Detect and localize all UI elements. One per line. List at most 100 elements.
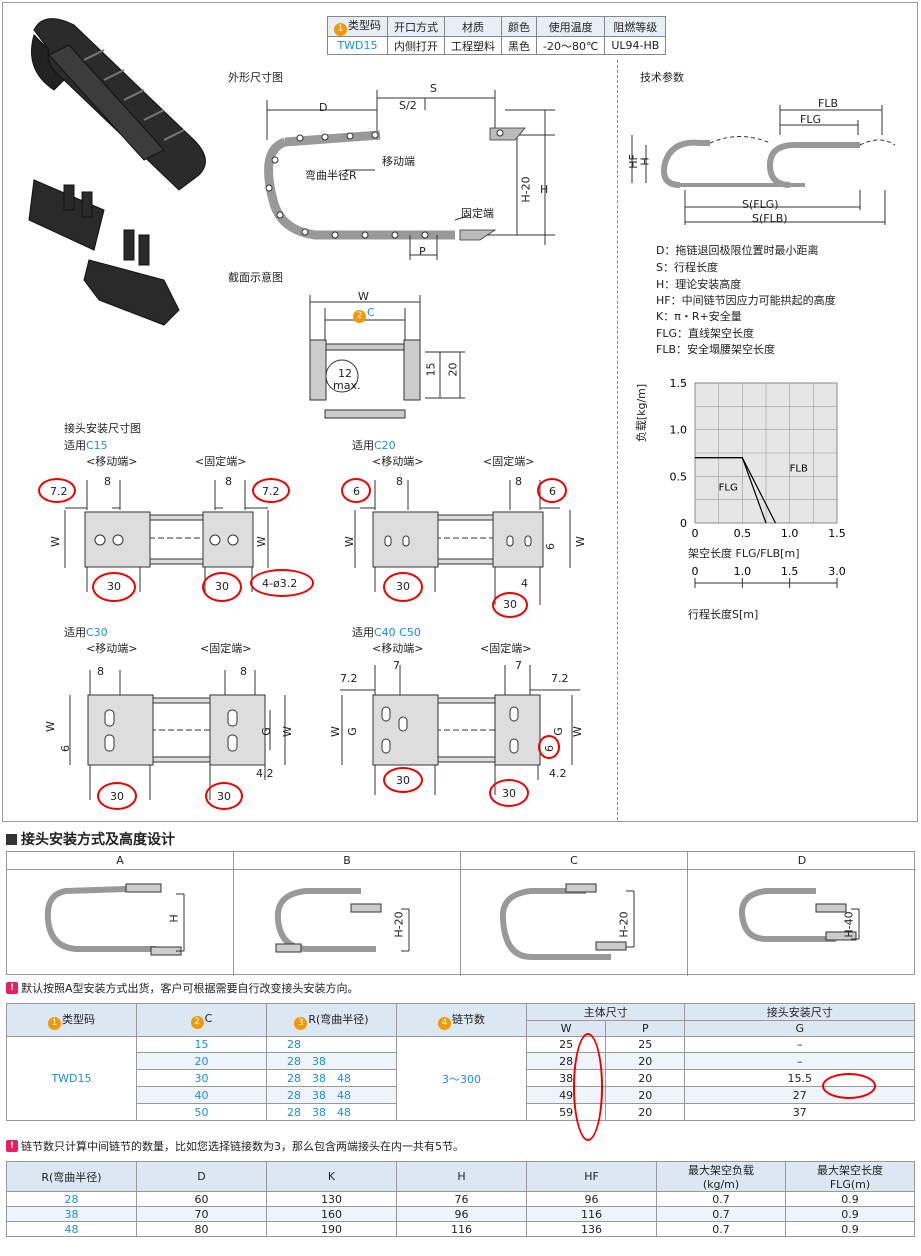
dim-H: H	[540, 183, 549, 196]
spec-g: 27	[684, 1086, 915, 1104]
c40-b: 7	[393, 659, 400, 672]
c30-six: 6	[59, 745, 72, 752]
chart-x2-tick: 1.0	[734, 565, 752, 578]
c40-a: 7.2	[340, 672, 358, 685]
c30-w2: W	[280, 726, 294, 737]
c15-b: 8	[104, 475, 111, 488]
c30-fixed: <固定端>	[200, 642, 252, 655]
legend-K: K：π・R+安全量	[656, 310, 742, 323]
c15-apply: 适用C15	[64, 439, 108, 452]
c20-w2: W	[573, 536, 587, 547]
dim-r: 38	[6, 1206, 137, 1222]
legend-S: S：行程长度	[656, 261, 718, 274]
spec-n: 3～300	[396, 1036, 527, 1121]
type-value-open: 内侧打开	[387, 36, 445, 55]
chart-ytick: 1.0	[670, 424, 688, 437]
joint-title: 接头安装尺寸图	[64, 422, 141, 435]
c40-f: 4.2	[549, 767, 567, 780]
dim-len: 0.9	[785, 1221, 915, 1237]
spec-h-w: W	[525, 1020, 607, 1037]
c30-g-mark	[205, 782, 243, 810]
dim-d: 80	[136, 1221, 267, 1237]
c30-b: 8	[97, 665, 104, 678]
install-col-D: D	[688, 852, 916, 870]
install-col-C: C	[461, 852, 688, 870]
section-drawing	[309, 295, 465, 419]
spec-r: 28 38 48	[266, 1086, 397, 1104]
chart-series-label: FLB	[790, 464, 808, 475]
type-header-flame: 阻燃等级	[604, 16, 667, 37]
install-col-A: A	[7, 852, 234, 870]
c15-drawing	[64, 480, 269, 592]
c15-g-mark	[250, 569, 314, 597]
g-value-mark	[822, 1073, 876, 1099]
w-column-mark	[573, 1033, 603, 1141]
tech-FLB: FLB	[818, 97, 839, 110]
c40-c: 7	[515, 659, 522, 672]
c40-w1: W	[328, 726, 342, 737]
c40-six-mark	[538, 735, 560, 759]
tech-title: 技术参数	[640, 71, 684, 84]
c20-moving: <移动端>	[372, 455, 424, 468]
chart-ytick: 0	[680, 517, 687, 530]
section-15: 15	[424, 362, 438, 377]
chart-series-FLB	[695, 457, 777, 524]
install-drawings	[44, 883, 860, 960]
type-header-open: 开口方式	[387, 16, 445, 37]
dim-h-d: D	[136, 1161, 267, 1192]
dim-len: 0.9	[785, 1191, 915, 1207]
spec-h-joint: 接头安装尺寸	[684, 1003, 915, 1021]
dim-load: 0.7	[656, 1191, 786, 1207]
c40-w2: W	[570, 726, 584, 737]
spec-c: 40	[136, 1086, 267, 1104]
c20-h: 6	[544, 543, 557, 550]
c40-g-mark	[489, 779, 529, 807]
tech-drawing	[631, 105, 896, 225]
dim-h: 116	[396, 1221, 527, 1237]
section-W: W	[358, 290, 369, 303]
c20-fixed: <固定端>	[483, 455, 535, 468]
legend-FLB: FLB：安全塌腰架空长度	[656, 343, 776, 356]
spec-g: 15.5	[684, 1069, 915, 1087]
product-photo	[28, 18, 206, 326]
outline-title: 外形尺寸图	[228, 71, 283, 84]
tech-H: H	[638, 157, 652, 166]
dim-h-hf: HF	[526, 1161, 657, 1192]
c20-b: 8	[396, 475, 403, 488]
c15-moving: <移动端>	[86, 455, 138, 468]
c30-c: 8	[240, 665, 247, 678]
type-header-temp: 使用温度	[535, 16, 606, 37]
chart-xtick: 1.0	[781, 527, 799, 540]
spec-p: 20	[605, 1103, 686, 1121]
install-section-title: 接头安装方式及高度设计	[6, 829, 175, 849]
dim-H20: H-20	[519, 176, 533, 203]
type-header-color: 颜色	[501, 16, 537, 37]
spec-h-g: G	[684, 1020, 915, 1037]
dim-hf: 96	[526, 1191, 657, 1207]
dim-k: 130	[266, 1191, 397, 1207]
type-value-flame: UL94-HB	[604, 36, 667, 55]
spec-g: –	[684, 1052, 915, 1070]
label-moving-end: 移动端	[382, 155, 415, 168]
tech-FLG: FLG	[800, 113, 821, 126]
dim-k: 160	[266, 1206, 397, 1222]
c30-moving: <移动端>	[86, 642, 138, 655]
c15-f-mark	[202, 572, 242, 602]
dim-h-k: K	[266, 1161, 397, 1192]
c15-w1: W	[48, 536, 62, 547]
spec-c: 50	[136, 1103, 267, 1121]
legend-D: D：拖链退回极限位置时最小距离	[656, 244, 819, 257]
dim-h-h: H	[396, 1161, 527, 1192]
dim-hf: 136	[526, 1221, 657, 1237]
chart-ylabel: 负载[kg/m]	[635, 383, 649, 443]
section-max: max.	[333, 379, 361, 392]
dim-r: 48	[6, 1221, 137, 1237]
chart-xtick: 1.5	[828, 527, 846, 540]
type-value-color: 黑色	[501, 36, 537, 55]
note-icon: !	[6, 982, 18, 994]
dim-P: P	[419, 245, 426, 258]
